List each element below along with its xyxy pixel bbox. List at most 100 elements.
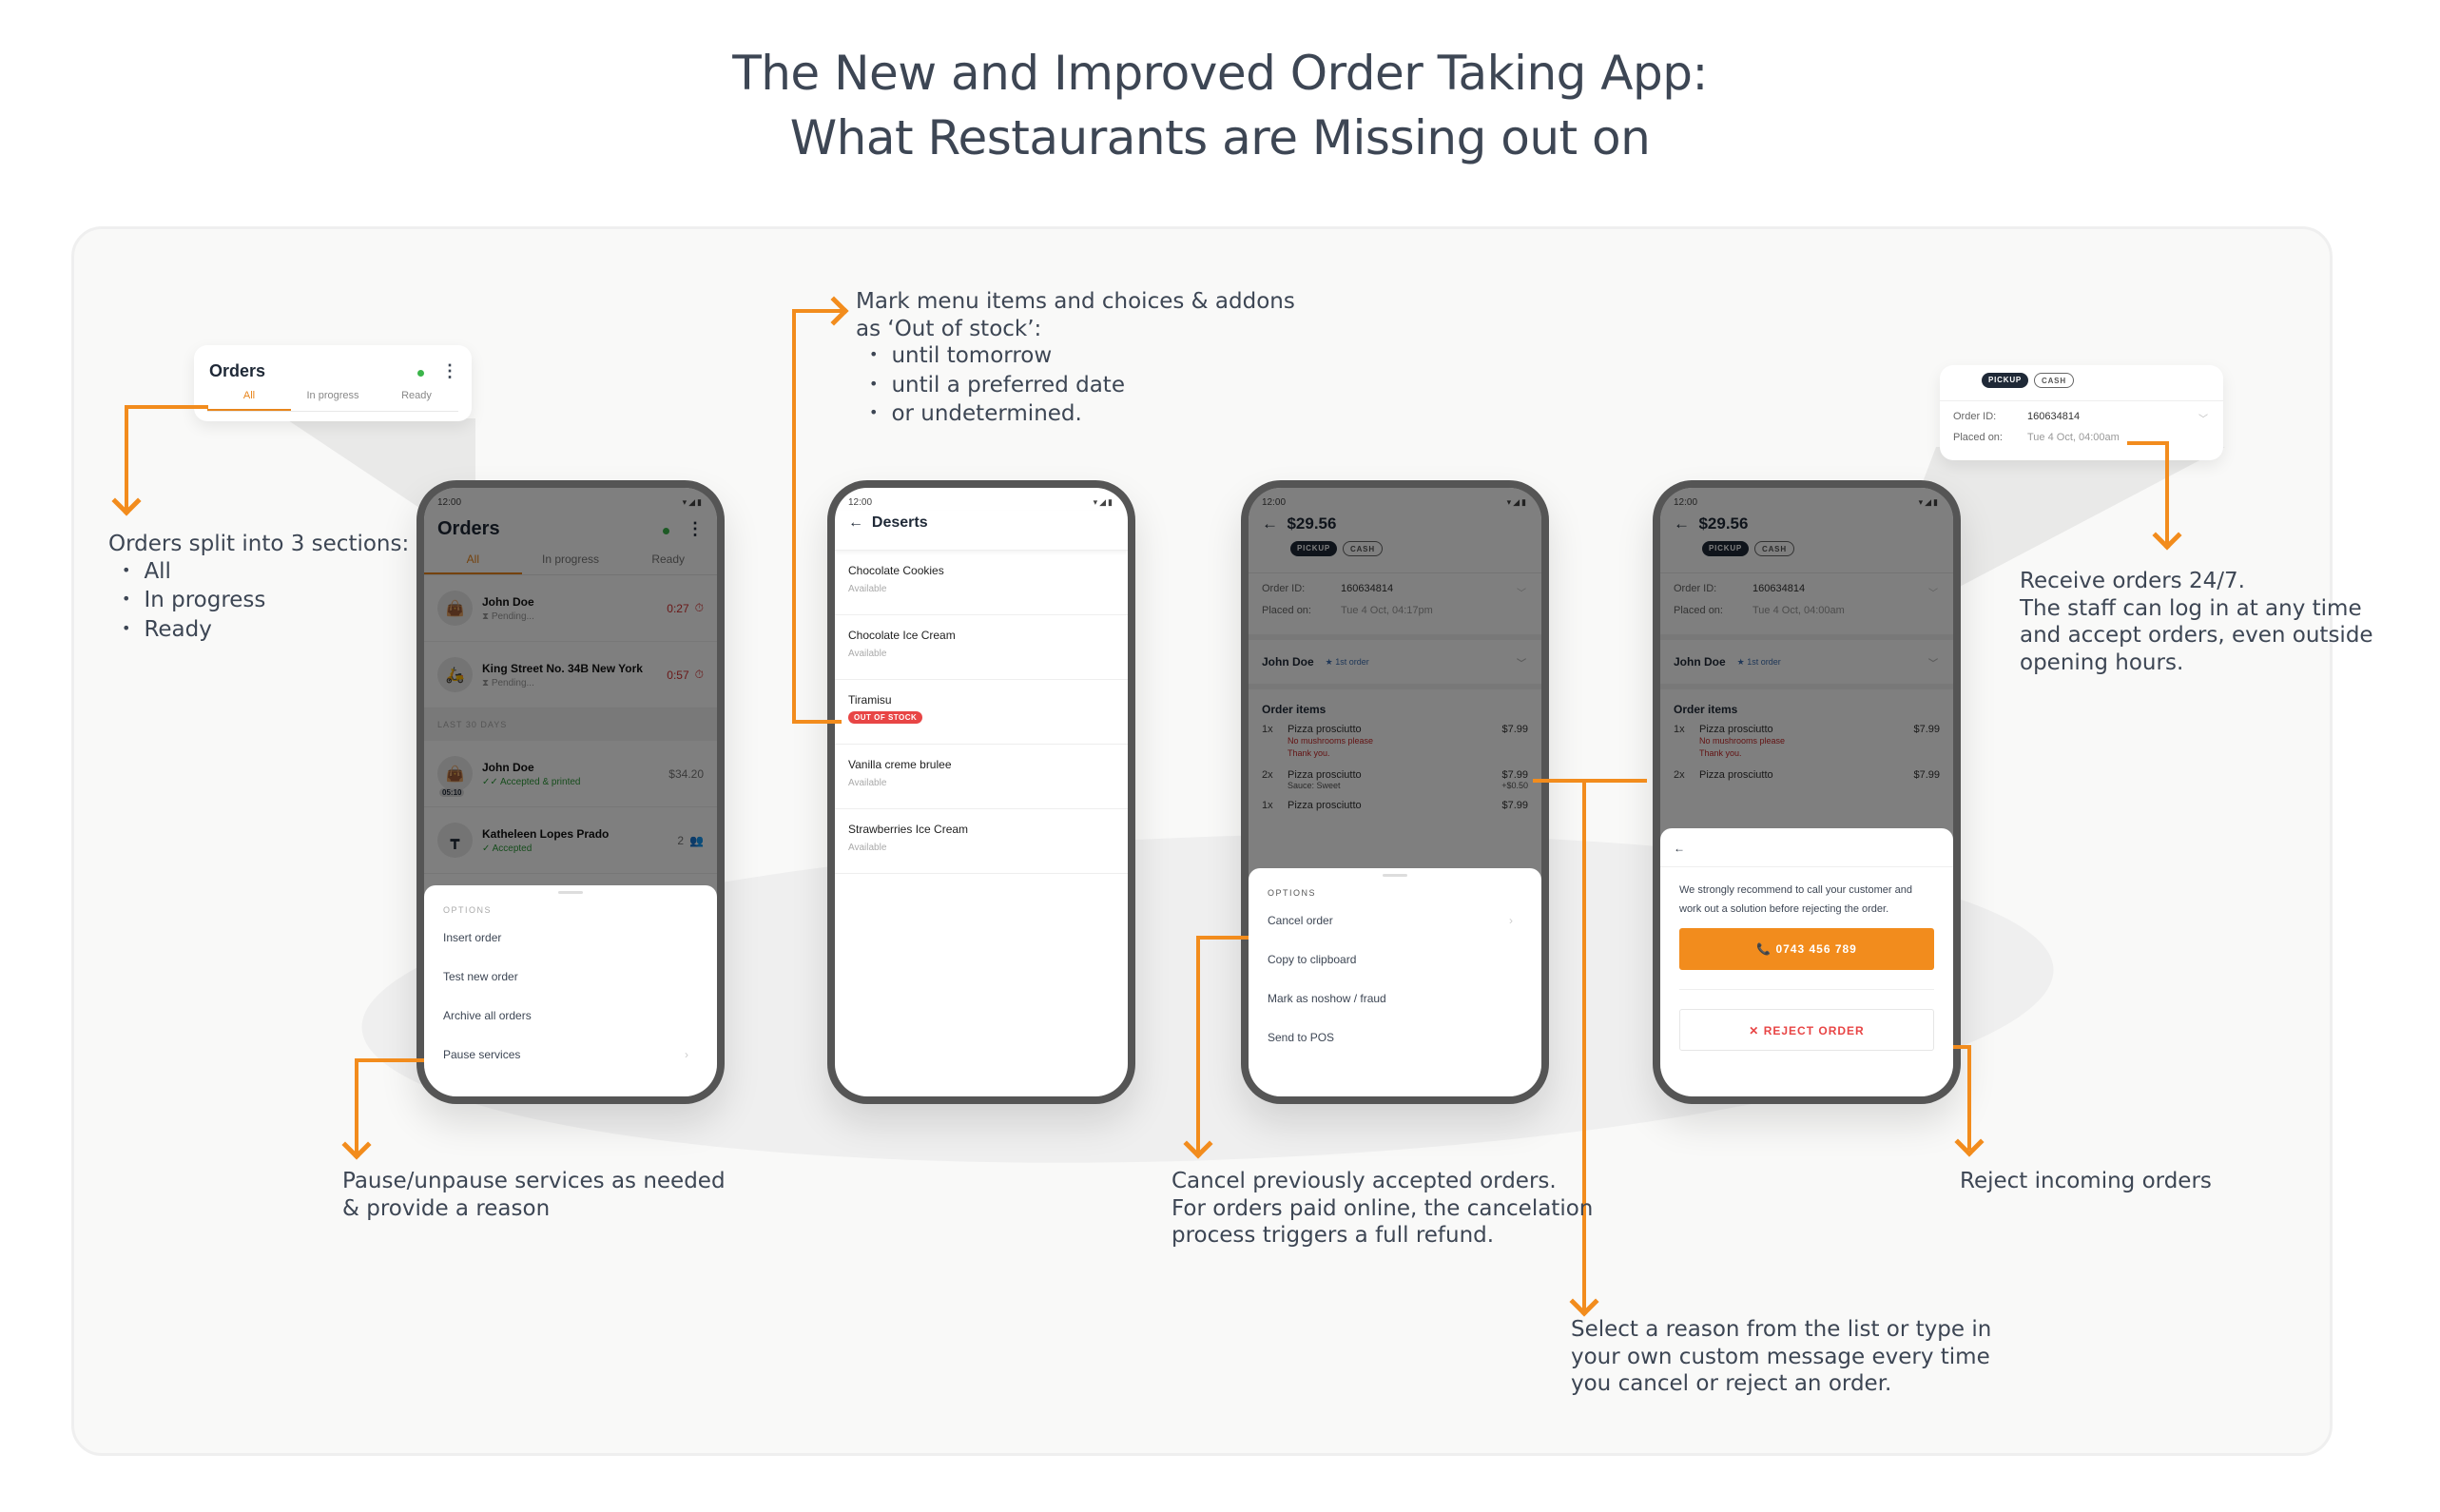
orders-title: Orders xyxy=(437,517,500,539)
back-arrow-icon[interactable]: ← xyxy=(1262,514,1278,533)
phone-orders-screen: 12:00▾◢▮ Orders ⋮ All In progress Ready … xyxy=(416,480,725,1104)
page-title-line-2: What Restaurants are Missing out on xyxy=(789,110,1651,165)
chevron-down-icon[interactable]: ﹀ xyxy=(2198,415,2208,425)
order-info-section[interactable]: Order ID:160634814 Placed on:Tue 4 Oct, … xyxy=(1249,573,1541,640)
reject-order-button[interactable]: ✕ REJECT ORDER xyxy=(1679,1009,1934,1051)
shopping-bag-icon: 👜05:10 xyxy=(437,756,473,797)
menu-insert-order[interactable]: Insert order xyxy=(443,931,502,944)
order-row[interactable]: 👜 John Doe ⧗ Pending... 0:27⏱ xyxy=(424,575,717,642)
callout-tab-in-progress[interactable]: In progress xyxy=(306,390,359,401)
tab-in-progress[interactable]: In progress xyxy=(541,552,600,566)
pickup-chip: PICKUP xyxy=(1702,541,1750,556)
order-address: King Street No. 34B New York xyxy=(482,661,643,675)
annotation-reject-orders: Reject incoming orders xyxy=(1960,1168,2212,1195)
order-customer-name: John Doe xyxy=(482,760,534,774)
customer-section[interactable]: John Doe★ 1st order﹀ xyxy=(1249,640,1541,689)
annotation-line: Pause/unpause services as needed xyxy=(342,1169,726,1193)
callout-tab-ready[interactable]: Ready xyxy=(401,390,432,401)
more-options-icon[interactable]: ⋮ xyxy=(441,360,458,380)
chevron-down-icon[interactable]: ﹀ xyxy=(1517,589,1526,599)
availability-status: Available xyxy=(848,843,887,853)
back-arrow-icon[interactable]: ← xyxy=(1674,842,1685,855)
callout-orders-title: Orders xyxy=(209,360,266,380)
order-items-heading: Order items xyxy=(1674,703,1738,716)
back-arrow-icon[interactable]: ← xyxy=(1674,514,1690,533)
menu-item-name: Vanilla creme brulee xyxy=(848,758,952,771)
out-of-stock-badge: OUT OF STOCK xyxy=(848,711,923,724)
orders-header-callout: Orders ⋮ All In progress Ready xyxy=(194,345,472,421)
order-info-section[interactable]: Order ID:160634814 Placed on:Tue 4 Oct, … xyxy=(1660,573,1953,640)
chevron-down-icon[interactable]: ﹀ xyxy=(1928,589,1938,599)
annotation-receive-24-7: Receive orders 24/7. The staff can log i… xyxy=(2020,568,2373,676)
double-check-icon: ✓✓ xyxy=(482,776,500,787)
chevron-down-icon[interactable]: ﹀ xyxy=(1928,658,1938,669)
annotation-line: you cancel or reject an order. xyxy=(1571,1371,1892,1396)
menu-pause-services[interactable]: Pause services› xyxy=(424,1036,717,1075)
order-customer-name: John Doe xyxy=(482,594,534,609)
customer-name: John Doe xyxy=(1262,655,1314,669)
menu-mark-noshow-fraud[interactable]: Mark as noshow / fraud xyxy=(1268,992,1386,1005)
menu-copy-to-clipboard[interactable]: Copy to clipboard xyxy=(1268,953,1357,966)
cash-chip: CASH xyxy=(2034,373,2074,388)
annotation-heading: Orders split into 3 sections: xyxy=(108,532,410,556)
menu-test-new-order[interactable]: Test new order xyxy=(443,970,518,983)
hourglass-icon: ⧗ xyxy=(482,677,492,688)
status-icons: ▾◢▮ xyxy=(1093,497,1114,507)
menu-send-to-pos[interactable]: Send to POS xyxy=(1268,1031,1335,1044)
order-total: $34.20 xyxy=(668,766,704,781)
customer-section[interactable]: John Doe★ 1st order﹀ xyxy=(1660,640,1953,689)
call-customer-button[interactable]: 📞 0743 456 789 xyxy=(1679,928,1934,970)
menu-cancel-order[interactable]: Cancel order› xyxy=(1249,901,1541,940)
order-id-label: Order ID: xyxy=(1953,411,1997,422)
item-addon: Sauce: Sweet+$0.50 xyxy=(1288,781,1528,790)
connector-line xyxy=(355,1058,358,1153)
annotation-select-reason: Select a reason from the list or type in… xyxy=(1571,1316,1991,1398)
guest-count: 2 xyxy=(677,833,685,847)
order-id-value: 160634814 xyxy=(1753,583,1806,594)
connector-line xyxy=(355,1058,436,1062)
order-status: Accepted xyxy=(492,843,533,854)
connector-line xyxy=(1533,779,1647,783)
order-row[interactable]: 👜05:10 John Doe ✓✓ Accepted & printed $3… xyxy=(424,741,717,807)
chevron-down-icon[interactable]: ﹀ xyxy=(1517,658,1526,669)
divider xyxy=(1679,989,1934,990)
order-row[interactable]: ┳ Katheleen Lopes Prado ✓ Accepted 2👥 xyxy=(424,807,717,874)
annotation-line: process triggers a full refund. xyxy=(1172,1223,1495,1248)
order-row[interactable]: 🛵 King Street No. 34B New York ⧗ Pending… xyxy=(424,642,717,708)
menu-item-name: Chocolate Cookies xyxy=(848,564,944,577)
status-time: 12:00 xyxy=(1262,497,1287,508)
item-note: Thank you. xyxy=(1699,748,1742,758)
table-icon: ┳ xyxy=(437,823,473,858)
order-timer: 0:27 xyxy=(667,601,689,615)
annotation-line: as ‘Out of stock’: xyxy=(856,316,1042,341)
category-title: Deserts xyxy=(871,514,928,531)
menu-archive-all-orders[interactable]: Archive all orders xyxy=(443,1009,532,1022)
annotation-line: your own custom message every time xyxy=(1571,1344,1990,1369)
reject-recommendation-text: We strongly recommend to call your custo… xyxy=(1679,884,1912,915)
order-status: Pending... xyxy=(491,611,534,622)
annotation-line: Receive orders 24/7. xyxy=(2020,569,2245,593)
chevron-right-icon: › xyxy=(1509,914,1513,927)
tab-ready[interactable]: Ready xyxy=(651,552,686,566)
back-arrow-icon[interactable]: ← xyxy=(848,514,863,531)
order-items-heading: Order items xyxy=(1262,703,1327,716)
item-note: Thank you. xyxy=(1288,748,1330,758)
pickup-chip: PICKUP xyxy=(1982,373,2029,388)
cash-chip: CASH xyxy=(1754,541,1794,556)
cash-chip: CASH xyxy=(1343,541,1383,556)
more-options-icon[interactable]: ⋮ xyxy=(687,518,704,538)
pause-services-label: Pause services xyxy=(443,1048,521,1061)
tab-all[interactable]: All xyxy=(424,543,522,574)
menu-item-name: Strawberries Ice Cream xyxy=(848,823,969,836)
callout-tab-all[interactable]: All xyxy=(207,383,291,411)
connector-line xyxy=(125,405,128,510)
